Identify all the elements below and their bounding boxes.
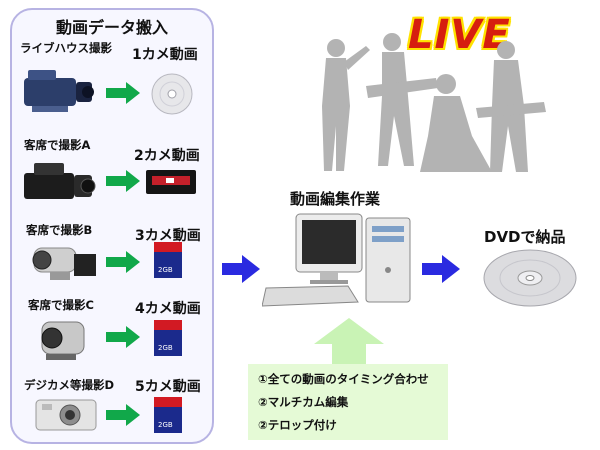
panel-title: 動画データ搬入 xyxy=(55,18,168,37)
output-label-2: 2カメ動画 xyxy=(134,148,200,164)
blue-arrow-icon xyxy=(222,255,260,283)
sd-card-icon: 2GB xyxy=(154,397,182,433)
desktop-computer-icon xyxy=(262,213,411,307)
band-silhouette-icon xyxy=(322,33,546,172)
output-label-3: 3カメ動画 xyxy=(135,228,201,244)
output-label-4: 4カメ動画 xyxy=(135,301,201,317)
source-label-5: デジカメ等撮影D xyxy=(24,378,115,392)
video-camera-icon xyxy=(24,70,94,112)
handycam-icon xyxy=(41,321,85,360)
dvd-disc-icon xyxy=(483,249,577,307)
task-item-3: ②テロップ付け xyxy=(258,418,337,432)
svg-text:2GB: 2GB xyxy=(158,421,173,429)
green-arrow-icon xyxy=(106,82,140,104)
up-arrow-icon xyxy=(314,318,384,364)
source-label-3: 客席で撮影B xyxy=(26,223,93,237)
task-box: ①全ての動画のタイミング合わせ ②マルチカム編集 ②テロップ付け xyxy=(248,364,448,440)
video-tape-icon xyxy=(146,170,196,194)
sd-card-icon: 2GB xyxy=(154,320,182,356)
task-item-1: ①全ての動画のタイミング合わせ xyxy=(258,372,429,386)
svg-text:2GB: 2GB xyxy=(158,344,173,352)
handycam-icon xyxy=(32,247,96,280)
video-camera-icon xyxy=(24,163,96,199)
delivery-title: DVDで納品 xyxy=(484,228,566,246)
source-label-1: ライブハウス撮影 xyxy=(20,41,112,55)
sd-card-icon: 2GB xyxy=(154,242,182,278)
output-label-5: 5カメ動画 xyxy=(135,379,201,395)
green-arrow-icon xyxy=(106,251,140,273)
green-arrow-icon xyxy=(106,326,140,348)
green-arrow-icon xyxy=(106,170,140,192)
source-label-4: 客席で撮影C xyxy=(28,298,94,312)
task-item-2: ②マルチカム編集 xyxy=(258,395,349,409)
digital-camera-icon xyxy=(35,399,97,431)
output-label-1: 1カメ動画 xyxy=(132,47,198,63)
dvd-disc-icon xyxy=(151,73,193,115)
svg-text:2GB: 2GB xyxy=(158,266,173,274)
live-logo: LIVE xyxy=(408,12,511,58)
green-arrow-icon xyxy=(106,404,140,426)
editing-title: 動画編集作業 xyxy=(290,190,381,208)
source-label-2: 客席で撮影A xyxy=(24,138,91,152)
blue-arrow-icon xyxy=(422,255,460,283)
